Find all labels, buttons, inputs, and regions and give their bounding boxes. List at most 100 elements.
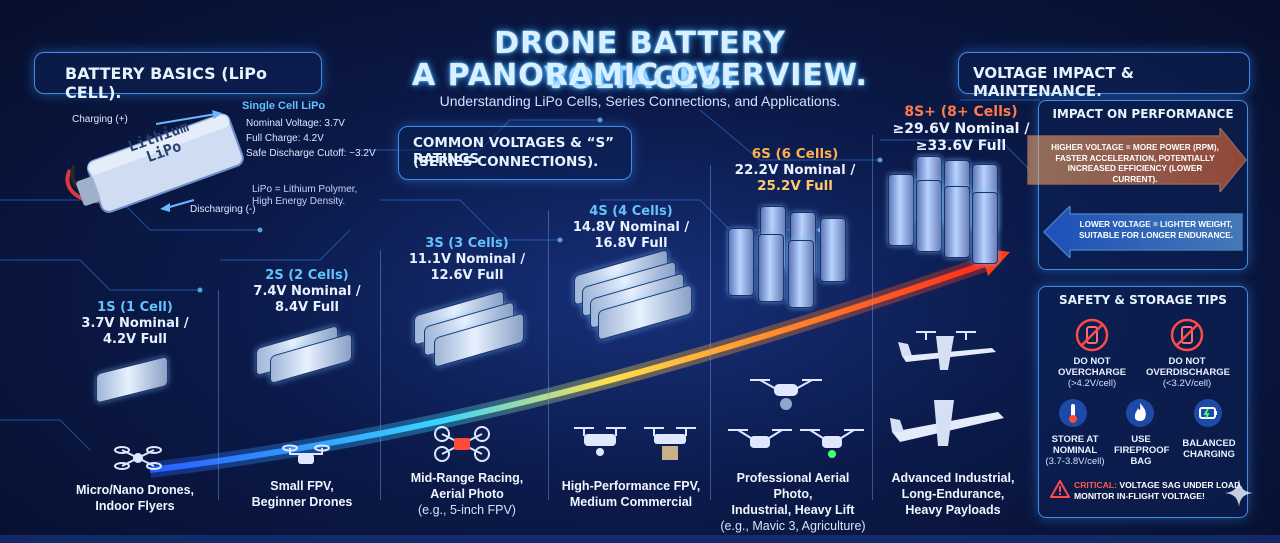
tier-1s-app-line1: Micro/Nano Drones, [75, 483, 195, 497]
tip-no-overdischarge-title: DO NOT OVERDISCHARGE [1146, 356, 1230, 378]
tier-2s-label: 2S (2 Cells) 7.4V Nominal / 8.4V Full [242, 268, 372, 316]
tier-1s-app-line2: Indoor Flyers [95, 499, 175, 513]
tier-2s-app-line2: Beginner Drones [251, 495, 353, 509]
tier-2s-application: Small FPV, Beginner Drones [232, 478, 372, 510]
critical-warning: CRITICAL: VOLTAGE SAG UNDER LOAD. MONITO… [1074, 480, 1244, 502]
tier-8s-app-line1: Advanced Industrial, [891, 471, 1015, 485]
tier-4s-label: 4S (4 Cells) 14.8V Nominal / 16.8V Full [566, 204, 696, 252]
tier-8s-app-line2: Long-Endurance, [901, 487, 1005, 501]
tier-6s-app-note: (e.g., Mavic 3, Agriculture) [720, 519, 866, 533]
tier-6s-nominal: 22.2V Nominal / [734, 162, 856, 178]
tip-fireproof-bag-title: USE FIREPROOF BAG [1114, 434, 1170, 467]
tier-2s-full: 8.4V Full [274, 300, 340, 315]
tier-4s-app-line2: Medium Commercial [569, 495, 693, 509]
discharging-label: Discharging (-) [190, 204, 256, 215]
tier-3s-app-line1: Mid-Range Racing, [410, 471, 524, 485]
tip-store-nominal-sub: (3.7-3.8V/cell) [1045, 456, 1105, 467]
tip-no-overcharge-sub: (>4.2V/cell) [1067, 378, 1117, 389]
tier-3s-app-line2: Aerial Photo [430, 487, 504, 501]
nominal-voltage-spec: Nominal Voltage: 3.7V [246, 118, 345, 129]
discharging-arrow-icon [160, 199, 195, 212]
common-voltages-heading-line2: (SERIES CONNECTIONS). [413, 154, 599, 170]
battery-charging-icon [1194, 399, 1222, 427]
tier-6s-name: 6S (6 Cells) [751, 146, 839, 162]
racing-drone-icon [434, 426, 490, 462]
warning-icon [1050, 480, 1070, 498]
tier-1s-label: 1S (1 Cell) 3.7V Nominal / 4.2V Full [70, 300, 200, 348]
tier-8s-nominal: ≥29.6V Nominal / [892, 121, 1030, 137]
heavy-lift-drones-icon [728, 429, 864, 458]
battery-basics-heading: BATTERY BASICS (LiPo CELL). [65, 64, 267, 102]
tier-3s-app-note: (e.g., 5-inch FPV) [418, 503, 516, 517]
no-overcharge-icon [1075, 318, 1109, 352]
battery-basics-header: BATTERY BASICS (LiPo CELL). [34, 52, 322, 102]
discharge-cutoff-spec: Safe Discharge Cutoff: ~3.2V [246, 148, 376, 159]
small-fpv-drone-icon [282, 444, 330, 464]
tier-8s-full: ≥33.6V Full [915, 138, 1007, 154]
main-title-line1: DRONE BATTERY VOLTAGES: [494, 26, 786, 96]
tip-balanced-charging-title: BALANCED CHARGING [1182, 438, 1236, 460]
higher-voltage-arrow-icon [1027, 128, 1247, 192]
tier-1s-full: 4.2V Full [102, 332, 168, 347]
aerial-photo-drone-icon [750, 379, 822, 410]
tier-8s-name: 8S+ (8+ Cells) [904, 104, 1018, 120]
common-voltages-heading-line1: COMMON VOLTAGES & “S” RATINGS [413, 135, 615, 167]
tier-1s-nominal: 3.7V Nominal / [81, 316, 189, 331]
tip-fireproof-bag: USE FIREPROOF BAG [1114, 434, 1170, 467]
tier-divider [548, 210, 549, 500]
tier-6s-application: Professional Aerial Photo, Industrial, H… [716, 470, 870, 534]
full-charge-spec: Full Charge: 4.2V [246, 133, 324, 144]
tip-no-overdischarge: DO NOT OVERDISCHARGE (<3.2V/cell) [1146, 356, 1230, 389]
sparkle-icon [1225, 479, 1253, 507]
tip-balanced-charging: BALANCED CHARGING [1178, 438, 1240, 460]
tier-6s-app-line2: Industrial, Heavy Lift [731, 503, 855, 517]
lower-voltage-text: LOWER VOLTAGE = LIGHTER WEIGHT, SUITABLE… [1078, 220, 1234, 240]
tier-2s-name: 2S (2 Cells) [265, 268, 349, 283]
no-overdischarge-icon [1170, 318, 1204, 352]
tier-1s-name: 1S (1 Cell) [97, 300, 173, 315]
lipo-definition-note: LiPo = Lithium Polymer, High Energy Dens… [252, 184, 358, 207]
tip-no-overcharge-title: DO NOT OVERCHARGE [1057, 356, 1127, 378]
battery-pack-6s [728, 206, 852, 308]
impact-maintenance-header: VOLTAGE IMPACT & MAINTENANCE. [958, 52, 1250, 100]
vtol-aircraft-icon [898, 331, 996, 370]
tier-divider [872, 135, 873, 500]
critical-text-line1: VOLTAGE SAG UNDER LOAD. [1119, 480, 1243, 490]
tier-6s-label: 6S (6 Cells) 22.2V Nominal / 25.2V Full [730, 146, 860, 194]
tip-store-nominal-title: STORE AT NOMINAL [1051, 434, 1099, 456]
tier-8s-application: Advanced Industrial, Long-Endurance, Hea… [878, 470, 1028, 518]
tip-store-nominal: STORE AT NOMINAL (3.7-3.8V/cell) [1042, 434, 1108, 467]
tier-4s-app-line1: High-Performance FPV, [561, 479, 701, 493]
tier-2s-nominal: 7.4V Nominal / [253, 284, 361, 299]
impact-performance-heading: IMPACT ON PERFORMANCE [1052, 107, 1234, 121]
impact-maintenance-heading: VOLTAGE IMPACT & MAINTENANCE. [973, 64, 1134, 100]
tier-6s-full: 25.2V Full [757, 178, 833, 194]
commercial-drones-icon [574, 427, 696, 460]
tier-3s-label: 3S (3 Cells) 11.1V Nominal / 12.6V Full [402, 236, 532, 284]
tier-4s-application: High-Performance FPV, Medium Commercial [556, 478, 706, 510]
tier-3s-name: 3S (3 Cells) [425, 236, 509, 251]
critical-label: CRITICAL: [1074, 480, 1117, 490]
tier-4s-name: 4S (4 Cells) [589, 204, 673, 219]
common-voltages-header: COMMON VOLTAGES & “S” RATINGS (SERIES CO… [398, 126, 632, 180]
tier-divider [710, 165, 711, 500]
fire-icon [1126, 399, 1154, 427]
tier-4s-full: 16.8V Full [594, 236, 668, 251]
tip-no-overcharge: DO NOT OVERCHARGE (>4.2V/cell) [1056, 356, 1128, 389]
higher-voltage-text: HIGHER VOLTAGE = MORE POWER (RPM), FASTE… [1051, 143, 1219, 184]
charging-arrow-icon [156, 110, 222, 125]
single-cell-heading: Single Cell LiPo [242, 100, 326, 112]
single-lipo-cell-illustration [65, 113, 244, 213]
tier-3s-nominal: 11.1V Nominal / [408, 252, 526, 267]
tier-8s-app-line3: Heavy Payloads [905, 503, 1001, 517]
lower-voltage-arrow-icon [1042, 206, 1243, 258]
thermometer-icon [1059, 399, 1087, 427]
battery-pack-8s [888, 156, 1014, 268]
tier-6s-app-line1: Professional Aerial Photo, [736, 471, 850, 501]
critical-text-line2: MONITOR IN-FLIGHT VOLTAGE! [1074, 491, 1205, 501]
tier-divider [380, 250, 381, 500]
tier-2s-app-line1: Small FPV, [270, 479, 334, 493]
tier-divider [218, 290, 219, 500]
